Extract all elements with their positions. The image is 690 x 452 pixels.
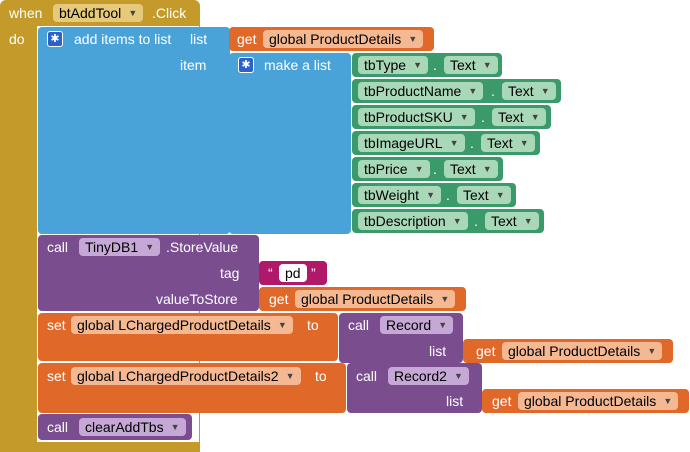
get-label: get [492, 393, 512, 409]
procedure-dropdown-record[interactable]: Record▼ [380, 316, 454, 334]
event-do-label: do [9, 31, 25, 47]
chevron-down-icon: ▼ [482, 60, 492, 70]
chevron-down-icon: ▼ [426, 190, 435, 200]
to-label: to [315, 368, 327, 384]
event-name-label: .Click [152, 5, 187, 21]
chevron-down-icon: ▼ [519, 138, 529, 148]
chevron-down-icon: ▼ [482, 164, 492, 174]
mutator-gear-icon[interactable]: ✱ [238, 57, 254, 73]
event-component-dropdown[interactable]: btAddTool▼ [53, 4, 144, 22]
chevron-down-icon: ▼ [449, 138, 459, 148]
add-items-to-list-block[interactable] [38, 27, 230, 234]
list-arg-label: list [446, 393, 464, 409]
component-dropdown-tbtype[interactable]: tbType▼ [358, 56, 429, 74]
procedure-dropdown-record2[interactable]: Record2▼ [388, 367, 469, 385]
variable-dropdown[interactable]: global ProductDetails▼ [502, 342, 663, 360]
dot-label: . [433, 161, 437, 177]
component-dropdown-tbweight[interactable]: tbWeight▼ [358, 186, 441, 204]
quote-open: “ [268, 265, 273, 281]
property-dropdown-text[interactable]: Text▼ [485, 212, 539, 230]
property-dropdown-text[interactable]: Text▼ [444, 56, 498, 74]
store-tag-label: tag [220, 265, 240, 281]
dot-label: . [470, 135, 474, 151]
chevron-down-icon: ▼ [285, 371, 295, 381]
store-method-label: .StoreValue [166, 239, 239, 255]
component-dropdown-tbproductname[interactable]: tbProductName▼ [358, 82, 484, 100]
set-variable-dropdown[interactable]: global LChargedProductDetails2▼ [71, 367, 301, 385]
component-dropdown-tbprice[interactable]: tbPrice▼ [358, 160, 430, 178]
dot-label: . [433, 57, 437, 73]
chevron-down-icon: ▼ [454, 371, 463, 381]
get-label: get [476, 343, 496, 359]
dot-label: . [481, 109, 485, 125]
chevron-down-icon: ▼ [408, 34, 418, 44]
add-items-list-label: list [190, 31, 208, 47]
list-arg-label: list [429, 343, 447, 359]
chevron-down-icon: ▼ [277, 320, 287, 330]
tinydb-component-dropdown[interactable]: TinyDB1▼ [79, 238, 161, 256]
property-dropdown-text[interactable]: Text▼ [502, 82, 556, 100]
chevron-down-icon: ▼ [128, 8, 138, 18]
call-label: call [47, 419, 69, 435]
chevron-down-icon: ▼ [663, 396, 673, 406]
component-dropdown-tbdescription[interactable]: tbDescription▼ [358, 212, 468, 230]
chevron-down-icon: ▼ [438, 320, 448, 330]
store-call-label: call [47, 239, 69, 255]
procedure-dropdown-clearaddtbs[interactable]: clearAddTbs▼ [79, 418, 186, 436]
chevron-down-icon: ▼ [440, 294, 450, 304]
property-dropdown-text[interactable]: Text▼ [444, 160, 498, 178]
variable-dropdown[interactable]: global ProductDetails▼ [295, 290, 456, 308]
chevron-down-icon: ▼ [459, 112, 469, 122]
chevron-down-icon: ▼ [540, 86, 550, 96]
add-items-title: add items to list [74, 31, 172, 47]
dot-label: . [474, 213, 478, 229]
chevron-down-icon: ▼ [452, 216, 462, 226]
text-string-field[interactable]: pd [279, 264, 307, 282]
chevron-down-icon: ▼ [170, 422, 180, 432]
dot-label: . [491, 83, 495, 99]
chevron-down-icon: ▼ [145, 242, 155, 252]
chevron-down-icon: ▼ [530, 112, 540, 122]
set-label: set [47, 317, 66, 333]
chevron-down-icon: ▼ [495, 190, 505, 200]
make-a-list-block[interactable] [229, 53, 351, 234]
quote-close: ” [311, 265, 316, 281]
to-label: to [307, 317, 319, 333]
add-items-item-label: item [180, 57, 207, 73]
dot-label: . [446, 187, 450, 203]
property-dropdown-text[interactable]: Text▼ [457, 186, 511, 204]
variable-dropdown[interactable]: global ProductDetails▼ [263, 30, 424, 48]
make-a-list-title: make a list [264, 57, 331, 73]
chevron-down-icon: ▼ [647, 346, 657, 356]
property-dropdown-text[interactable]: Text▼ [481, 134, 535, 152]
component-dropdown-tbimageurl[interactable]: tbImageURL▼ [358, 134, 465, 152]
property-dropdown-text[interactable]: Text▼ [492, 108, 546, 126]
component-dropdown-tbproductsku[interactable]: tbProductSKU▼ [358, 108, 475, 126]
set-variable-dropdown[interactable]: global LChargedProductDetails▼ [71, 316, 293, 334]
mutator-gear-icon[interactable]: ✱ [47, 31, 63, 47]
get-label: get [237, 31, 257, 47]
store-value-label: valueToStore [156, 291, 238, 307]
get-label: get [269, 291, 289, 307]
event-when-label: when [9, 5, 43, 21]
chevron-down-icon: ▼ [414, 164, 424, 174]
set-label: set [47, 368, 66, 384]
chevron-down-icon: ▼ [523, 216, 533, 226]
call-label: call [356, 368, 378, 384]
chevron-down-icon: ▼ [413, 60, 423, 70]
chevron-down-icon: ▼ [468, 86, 478, 96]
variable-dropdown[interactable]: global ProductDetails▼ [518, 392, 679, 410]
call-label: call [348, 317, 370, 333]
